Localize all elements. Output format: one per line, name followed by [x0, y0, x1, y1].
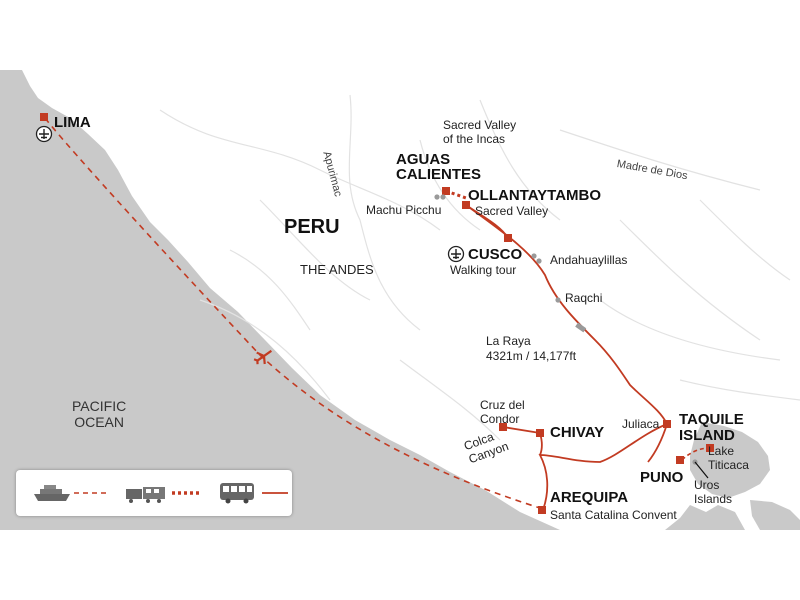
legend-graphics	[34, 483, 288, 504]
place-label-lake-titicaca: Lake Titicaca	[708, 444, 749, 472]
poi-raqchi	[555, 297, 561, 303]
place-label-walking-tour: Walking tour	[450, 263, 517, 277]
airport-icon	[447, 245, 465, 263]
place-label-juliaca: Juliaca	[622, 417, 660, 431]
region-label: THE ANDES	[300, 262, 374, 277]
place-label-raqchi: Raqchi	[565, 291, 603, 305]
city-label-lima: LIMA	[54, 114, 91, 131]
lake-titicaca	[690, 422, 770, 498]
ocean-label: PACIFIC OCEAN	[72, 398, 127, 430]
city-label-ollantaytambo: OLLANTAYTAMBO	[468, 187, 602, 204]
stop-cruz-del-condor	[499, 423, 507, 431]
stop-puno	[676, 456, 684, 464]
place-label-la-raya: La Raya 4321m / 14,177ft	[486, 334, 577, 363]
plane-icon	[253, 349, 273, 365]
airport-icon	[35, 125, 53, 143]
boat-icon	[34, 485, 70, 501]
poi-machu-picchu-2	[440, 194, 446, 200]
stop-arequipa	[538, 506, 546, 514]
place-label-sacred-valley: Sacred Valley	[475, 204, 549, 218]
place-label-sacred-valley-incas: Sacred Valley of the Incas	[443, 118, 517, 146]
la-raya-pass-marker	[575, 322, 587, 333]
bus-icon	[220, 483, 254, 504]
poi-andahuaylillas-2	[536, 258, 542, 264]
place-label-uros-islands: Uros Islands	[694, 478, 733, 506]
train-icon	[126, 487, 165, 503]
city-label-arequipa: AREQUIPA	[550, 489, 629, 506]
stop-aguas-calientes	[442, 187, 450, 195]
transport-legend	[16, 470, 292, 516]
lake-titicaca-south	[750, 500, 800, 530]
uros-pointer-line	[694, 461, 709, 479]
land-mass	[22, 70, 800, 530]
rivers	[159, 94, 800, 441]
stop-markers	[40, 113, 714, 514]
stop-juliaca	[663, 420, 671, 428]
place-label-machu-picchu: Machu Picchu	[366, 203, 442, 217]
stop-cusco	[504, 234, 512, 242]
city-label-cusco: CUSCO	[468, 246, 523, 263]
poi-machu-picchu-1	[434, 194, 440, 200]
city-label-aguas-calientes: AGUAS CALIENTES	[396, 151, 482, 183]
place-label-cruz-del-condor: Cruz del Condor	[480, 398, 525, 426]
city-label-puno: PUNO	[640, 469, 684, 486]
stop-chivay	[536, 429, 544, 437]
map-top-margin	[0, 0, 800, 70]
map-bottom-margin	[0, 530, 800, 600]
place-label-andahuaylillas: Andahuaylillas	[550, 253, 628, 267]
city-label-chivay: CHIVAY	[550, 424, 605, 441]
country-label: PERU	[284, 216, 340, 238]
stop-lima	[40, 113, 48, 121]
poi-andahuaylillas-1	[531, 253, 537, 259]
stop-ollantaytambo	[462, 201, 470, 209]
city-label-taquile-island: TAQUILE ISLAND	[679, 411, 744, 444]
stop-taquile	[706, 444, 714, 452]
place-label-santa-catalina: Santa Catalina Convent	[550, 508, 677, 522]
